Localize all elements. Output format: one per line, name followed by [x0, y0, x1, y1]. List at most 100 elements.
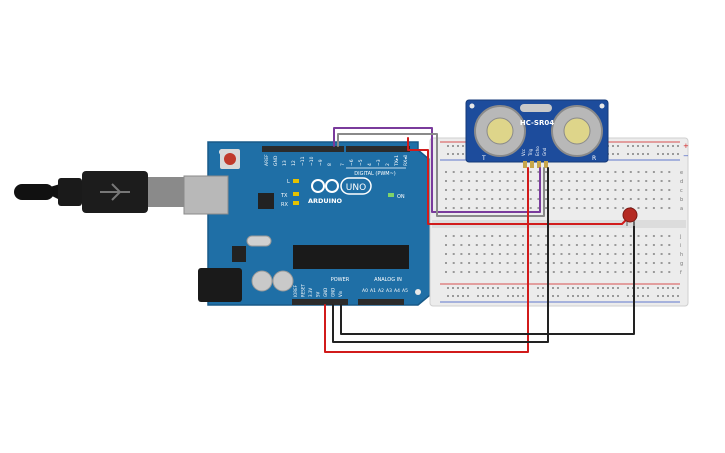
analog-pin-label: A1 — [370, 288, 376, 294]
terminal-hole — [475, 271, 478, 273]
rail-hole — [482, 295, 484, 297]
rail-hole — [487, 287, 489, 289]
rail-hole — [492, 287, 494, 289]
terminal-hole — [552, 207, 555, 209]
terminal-hole — [614, 262, 617, 264]
terminal-hole — [606, 253, 609, 255]
terminal-hole — [637, 171, 640, 173]
rail-hole — [662, 295, 664, 297]
rail-hole — [637, 153, 639, 155]
rail-plus-label: + — [683, 142, 689, 150]
digital-pin-label: ~3 — [376, 159, 382, 166]
terminal-hole — [506, 180, 509, 182]
terminal-hole — [583, 262, 586, 264]
terminal-hole — [599, 198, 601, 200]
terminal-hole — [529, 244, 532, 246]
terminal-hole — [622, 253, 625, 255]
terminal-hole — [575, 171, 578, 173]
terminal-hole — [622, 171, 625, 173]
terminal-hole — [522, 207, 524, 209]
terminal-hole — [445, 171, 447, 173]
terminal-hole — [668, 262, 671, 264]
terminal-hole — [545, 262, 548, 264]
terminal-hole — [622, 180, 625, 182]
terminal-hole — [652, 180, 655, 182]
rail-hole — [667, 287, 669, 289]
terminal-hole — [668, 189, 671, 191]
terminal-hole — [629, 235, 632, 237]
terminal-hole — [606, 171, 609, 173]
sensor-pin-label: Trig — [528, 148, 533, 157]
digital-header-left — [262, 146, 344, 152]
terminal-hole — [498, 271, 501, 273]
terminal-hole — [514, 262, 517, 264]
rail-hole — [542, 287, 544, 289]
digital-pin-label: 8 — [327, 163, 333, 166]
terminal-hole — [529, 171, 532, 173]
sensor-t-marker: T — [481, 155, 486, 162]
terminal-hole — [522, 271, 524, 273]
terminal-hole — [591, 253, 594, 255]
rail-hole — [517, 287, 519, 289]
terminal-hole — [475, 189, 478, 191]
terminal-hole — [522, 171, 524, 173]
led-component — [622, 207, 638, 226]
terminal-hole — [545, 207, 548, 209]
rail-hole — [642, 295, 644, 297]
rail-hole — [627, 295, 629, 297]
wires — [324, 127, 635, 353]
terminal-hole — [445, 271, 447, 273]
terminal-hole — [522, 244, 524, 246]
terminal-hole — [575, 244, 578, 246]
terminal-hole — [514, 235, 517, 237]
terminal-hole — [468, 180, 471, 182]
rail-hole — [662, 153, 664, 155]
led-bulb-icon — [622, 207, 638, 223]
terminal-hole — [498, 253, 501, 255]
dc-power-jack — [198, 268, 242, 302]
terminal-hole — [660, 171, 663, 173]
terminal-hole — [560, 253, 563, 255]
reset-button-cap-icon — [224, 153, 236, 165]
terminal-hole — [483, 207, 486, 209]
rail-hole — [617, 295, 619, 297]
terminal-hole — [445, 198, 447, 200]
rail-hole — [677, 287, 679, 289]
row-letter-label: i — [680, 243, 681, 249]
terminal-hole — [560, 244, 563, 246]
terminal-hole — [645, 253, 648, 255]
rail-hole — [637, 295, 639, 297]
terminal-hole — [491, 189, 494, 191]
rail-hole — [567, 295, 569, 297]
terminal-hole — [475, 171, 478, 173]
rail-hole — [447, 295, 449, 297]
power-pin-label: RESET — [301, 284, 306, 297]
terminal-hole — [668, 171, 671, 173]
rail-hole — [657, 287, 659, 289]
terminal-hole — [637, 244, 640, 246]
rail-hole — [447, 153, 449, 155]
terminal-hole — [537, 189, 540, 191]
terminal-hole — [514, 207, 517, 209]
rail-hole — [637, 287, 639, 289]
rail-hole — [607, 287, 609, 289]
terminal-hole — [629, 171, 632, 173]
terminal-hole — [583, 198, 586, 200]
analog-in-label: ANALOG IN — [374, 277, 402, 283]
terminal-hole — [475, 262, 478, 264]
rail-hole — [612, 287, 614, 289]
terminal-hole — [445, 207, 447, 209]
terminal-hole — [629, 262, 632, 264]
terminal-hole — [591, 244, 594, 246]
terminal-hole — [629, 189, 632, 191]
terminal-hole — [514, 271, 517, 273]
terminal-hole — [491, 244, 494, 246]
wire-echo-gray — [337, 133, 545, 217]
terminal-hole — [652, 262, 655, 264]
sensor-pin — [544, 161, 548, 168]
rail-hole — [642, 145, 644, 147]
rail-hole — [587, 287, 589, 289]
terminal-hole — [468, 171, 471, 173]
terminal-hole — [537, 253, 540, 255]
wire-led-red — [407, 137, 629, 225]
